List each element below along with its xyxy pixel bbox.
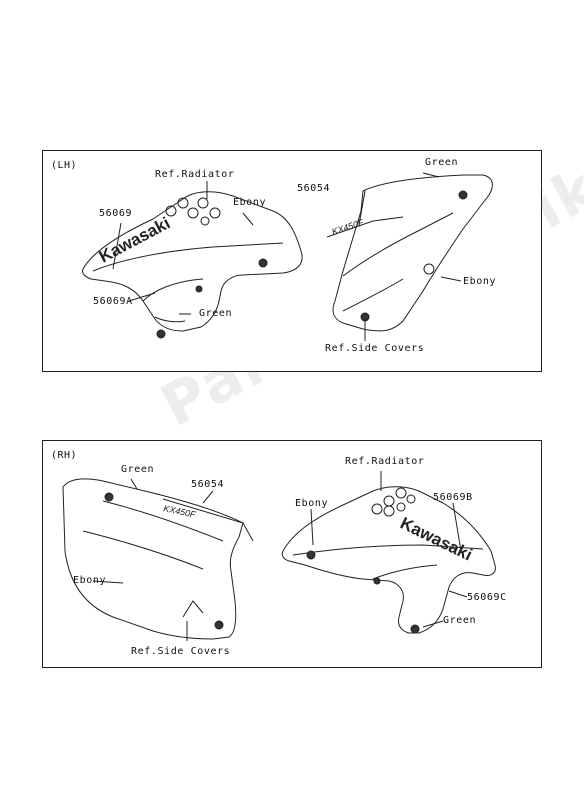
label-ebony-cover-lh: Ebony [463, 276, 497, 287]
lh-diagram-panel: (LH) Kawasaki KX450F [42, 150, 542, 372]
label-ebony-cover-rh: Ebony [73, 575, 107, 586]
label-part-56069A: 56069A [93, 296, 133, 307]
label-green-cover-lh: Green [425, 157, 459, 168]
rh-diagram-panel: (RH) KX450F [42, 440, 542, 668]
label-part-56069B: 56069B [433, 492, 473, 503]
label-green-shroud-lh: Green [199, 308, 233, 319]
side-cover-rh: KX450F [62, 478, 254, 640]
kx-decal-rh: KX450F [163, 503, 197, 520]
label-part-56069: 56069 [99, 208, 133, 219]
kawasaki-logo-rh: Kawasaki [397, 514, 475, 565]
label-ebony-shroud-lh: Ebony [233, 197, 267, 208]
label-ebony-shroud-rh: Ebony [295, 498, 329, 509]
label-part-56069C: 56069C [467, 592, 507, 603]
label-part-56054-rh: 56054 [191, 479, 225, 490]
side-tag-lh: (LH) [51, 160, 78, 171]
lh-diagram-art: Kawasaki KX450F [82, 172, 493, 341]
rh-diagram-art: KX450F Kawasaki [62, 471, 496, 641]
side-tag-rh: (RH) [51, 450, 78, 461]
label-ref-side-covers-lh: Ref.Side Covers [325, 343, 425, 354]
side-cover-lh: KX450F [326, 174, 493, 332]
label-green-shroud-rh: Green [443, 615, 477, 626]
label-part-56054-lh: 56054 [297, 183, 331, 194]
label-green-cover-rh: Green [121, 464, 155, 475]
label-ref-radiator-rh: Ref.Radiator [345, 456, 425, 467]
label-ref-side-covers-rh: Ref.Side Covers [131, 646, 231, 657]
label-ref-radiator-lh: Ref.Radiator [155, 169, 235, 180]
